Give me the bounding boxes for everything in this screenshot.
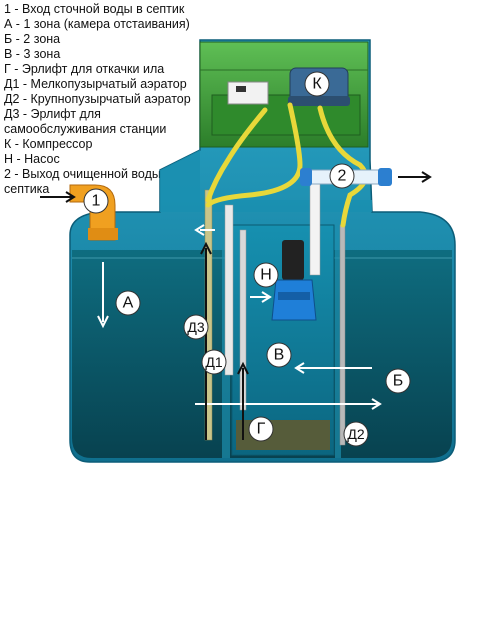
marker-pump: Н — [253, 262, 279, 288]
marker-inlet-label: 1 — [92, 193, 101, 210]
marker-self-service-airlift: Д3 — [183, 314, 209, 340]
marker-zone-a: А — [115, 290, 141, 316]
marker-zone-v-label: В — [274, 347, 285, 364]
legend-item: А - 1 зона (камера отстаивания) — [4, 17, 190, 31]
legend-item: Н - Насос — [4, 152, 60, 166]
marker-outlet: 2 — [329, 163, 355, 189]
marker-inlet: 1 — [83, 188, 109, 214]
marker-zone-a-label: А — [123, 295, 134, 312]
legend-item: Д1 - Мелкопузырчатый аэратор — [4, 77, 187, 91]
marker-zone-v: В — [266, 342, 292, 368]
marker-coarse-aerator-label: Д2 — [347, 426, 364, 442]
vertical-arrows — [200, 241, 249, 440]
legend-item: Д2 - Крупнопузырчатый аэратор — [4, 92, 191, 106]
marker-coarse-aerator: Д2 — [343, 421, 369, 447]
pump — [271, 240, 317, 321]
marker-pump-label: Н — [260, 267, 272, 284]
legend-item: 1 - Вход сточной воды в септик — [4, 2, 185, 16]
marker-compressor-label: К — [312, 76, 322, 93]
marker-outlet-label: 2 — [338, 168, 347, 185]
control-box — [227, 81, 269, 105]
legend: 1 - Вход сточной воды в септик А - 1 зон… — [4, 2, 214, 197]
marker-fine-aerator-label: Д1 — [205, 354, 222, 370]
legend-item: К - Компрессор — [4, 137, 93, 151]
legend-item: Г - Эрлифт для откачки ила — [4, 62, 165, 76]
tank-neck — [160, 150, 372, 212]
flow-arrows — [40, 171, 432, 203]
marker-self-service-airlift-label: Д3 — [187, 319, 204, 335]
legend-item: Б - 2 зона — [4, 32, 61, 46]
marker-zone-b-label: Б — [393, 373, 404, 390]
legend-item: В - 3 зона — [4, 47, 61, 61]
legend-item: Д3 - Эрлифт для самообслуживания станции — [4, 107, 167, 136]
inner-flow-arrows — [97, 224, 382, 410]
marker-compressor: К — [304, 71, 330, 97]
marker-sludge-airlift-label: Г — [257, 421, 266, 438]
marker-sludge-airlift: Г — [248, 416, 274, 442]
marker-fine-aerator: Д1 — [201, 349, 227, 375]
marker-zone-b: Б — [385, 368, 411, 394]
